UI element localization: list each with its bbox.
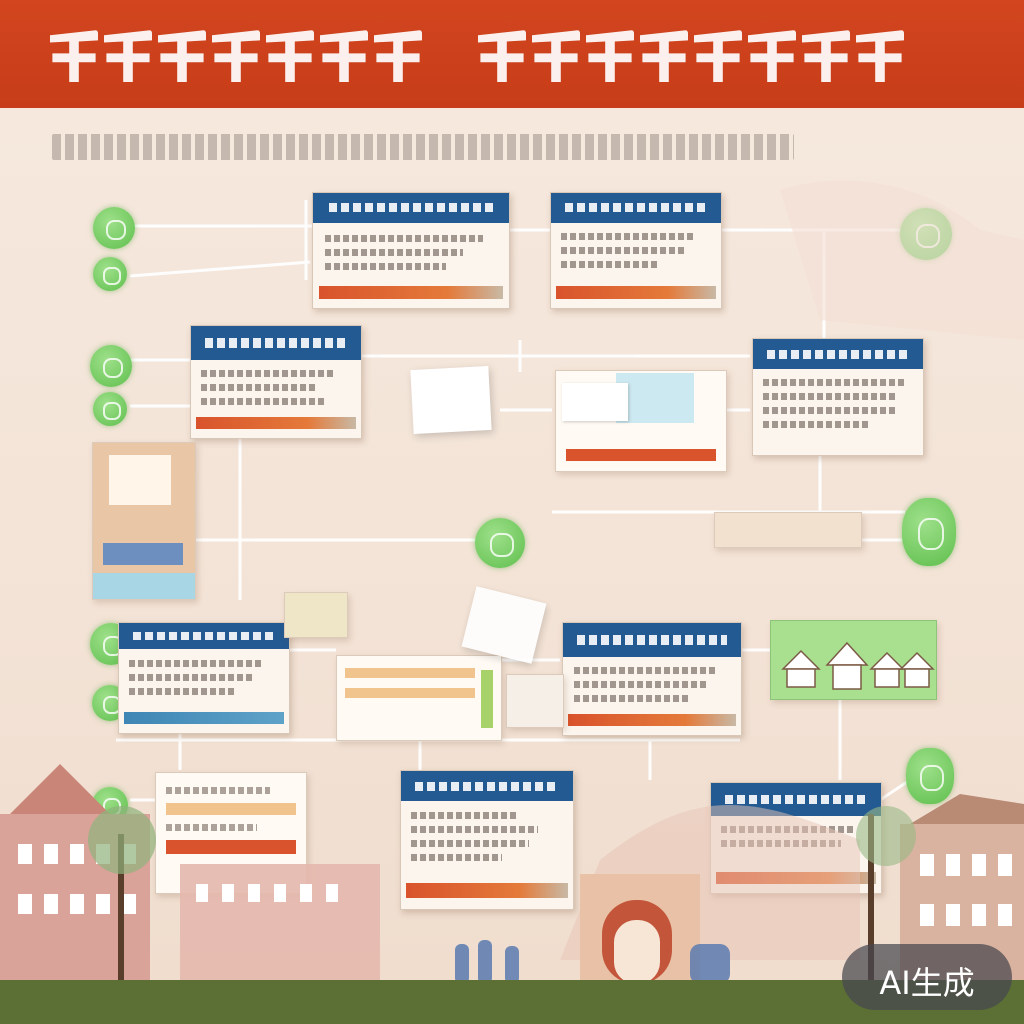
info-panel <box>506 674 564 728</box>
card-header <box>191 326 361 360</box>
title-glyphs-left <box>50 30 422 82</box>
card-stripe <box>196 416 356 430</box>
house-panel <box>770 620 937 700</box>
building-panel <box>92 442 196 600</box>
card-header <box>401 771 573 802</box>
house-icon <box>781 641 935 690</box>
card-stripe <box>318 286 504 299</box>
green-node-icon <box>93 207 135 249</box>
title-glyphs-right <box>478 30 904 82</box>
green-node-icon <box>93 392 127 426</box>
tree-icon <box>88 806 916 984</box>
info-panel <box>714 512 862 548</box>
info-card <box>550 192 722 309</box>
card-header <box>313 193 509 223</box>
card-stripe <box>124 712 284 725</box>
info-panel <box>555 370 727 472</box>
info-card <box>400 770 574 910</box>
info-panel <box>284 592 348 638</box>
card-header <box>563 623 741 657</box>
info-card <box>752 338 924 456</box>
house-icon <box>180 864 380 984</box>
info-card <box>190 325 362 439</box>
green-node-icon <box>90 345 132 387</box>
subtitle-placeholder <box>52 134 794 160</box>
info-card <box>118 622 290 734</box>
card-header <box>119 623 289 650</box>
house-icon <box>580 874 700 984</box>
card-stripe <box>406 882 568 898</box>
card-body <box>313 223 509 270</box>
ai-generated-badge: AI生成 <box>842 944 1012 1010</box>
info-card <box>562 622 742 736</box>
ai-generated-label: AI生成 <box>879 964 975 1002</box>
green-node-icon <box>902 498 956 566</box>
house-icon <box>0 764 150 984</box>
green-node-icon <box>475 518 525 568</box>
town-skyline <box>0 764 1024 1024</box>
card-body <box>191 360 361 405</box>
card-header <box>753 339 923 370</box>
crowd <box>455 940 730 984</box>
card-body <box>551 223 721 269</box>
card-header <box>551 193 721 223</box>
card-body <box>401 801 573 861</box>
card-stripe <box>568 713 736 727</box>
card-body <box>753 369 923 429</box>
card-body <box>119 649 289 695</box>
card-body <box>563 657 741 703</box>
card-stripe <box>556 286 716 299</box>
info-panel <box>336 655 502 741</box>
info-card <box>312 192 510 309</box>
title-bar <box>0 0 1024 108</box>
green-node-icon <box>906 748 954 804</box>
green-node-icon <box>93 257 127 291</box>
